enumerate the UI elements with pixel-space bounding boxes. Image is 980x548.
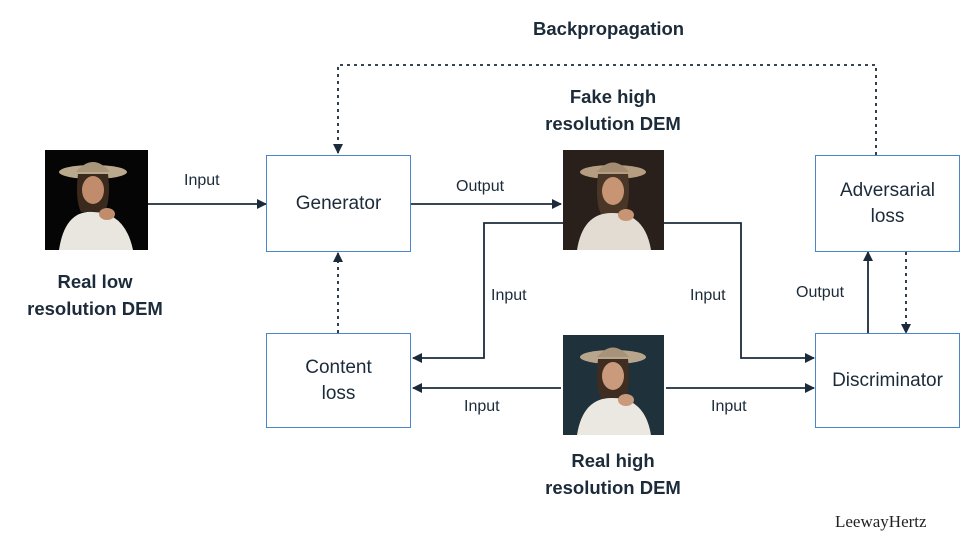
arrow-fake-to-discriminator: [664, 222, 815, 363]
discriminator-label: Discriminator: [832, 369, 943, 391]
real-high-caption-line1: Real high: [571, 450, 655, 471]
content-loss-label-line1: Content: [305, 356, 372, 378]
real-low-resolution-image: [45, 150, 148, 250]
content-loss-label-line2: loss: [321, 382, 356, 404]
generator-node: Generator: [266, 155, 411, 252]
adversarial-loss-label-line1: Adversarial: [839, 179, 936, 201]
adversarial-loss-node: Adversarial loss: [815, 155, 960, 252]
real-high-caption-line2: resolution DEM: [545, 477, 681, 498]
real-high-resolution-image: [563, 335, 664, 435]
real-low-caption: Real low resolution DEM: [20, 268, 170, 322]
fake-high-caption-line2: resolution DEM: [545, 113, 681, 134]
edge-label-fake-input-right: Input: [690, 287, 726, 304]
edge-label-fake-input-left: Input: [491, 287, 527, 304]
fake-high-caption-line1: Fake high: [569, 86, 657, 107]
brand-logo: LeewayHertz: [835, 512, 927, 531]
real-high-caption: Real high resolution DEM: [538, 447, 688, 501]
content-loss-node: Content loss: [266, 333, 411, 428]
real-low-caption-line2: resolution DEM: [27, 298, 163, 319]
edge-label-input-to-generator: Input: [184, 172, 220, 189]
fake-high-caption: Fake high resolution DEM: [538, 83, 688, 137]
edge-label-real-input-left: Input: [464, 398, 500, 415]
edge-label-real-input-right: Input: [711, 398, 747, 415]
generator-label: Generator: [295, 192, 382, 214]
fake-high-resolution-image: [563, 150, 664, 250]
edge-label-generator-output: Output: [456, 178, 505, 195]
arrow-fake-to-content-loss: [412, 222, 563, 363]
discriminator-node: Discriminator: [815, 333, 960, 428]
real-low-caption-line1: Real low: [57, 271, 133, 292]
diagram-title: Backpropagation: [533, 18, 685, 39]
arrow-backpropagation: [333, 64, 877, 155]
edge-label-discriminator-output: Output: [796, 284, 845, 301]
adversarial-loss-label-line2: loss: [870, 205, 905, 227]
